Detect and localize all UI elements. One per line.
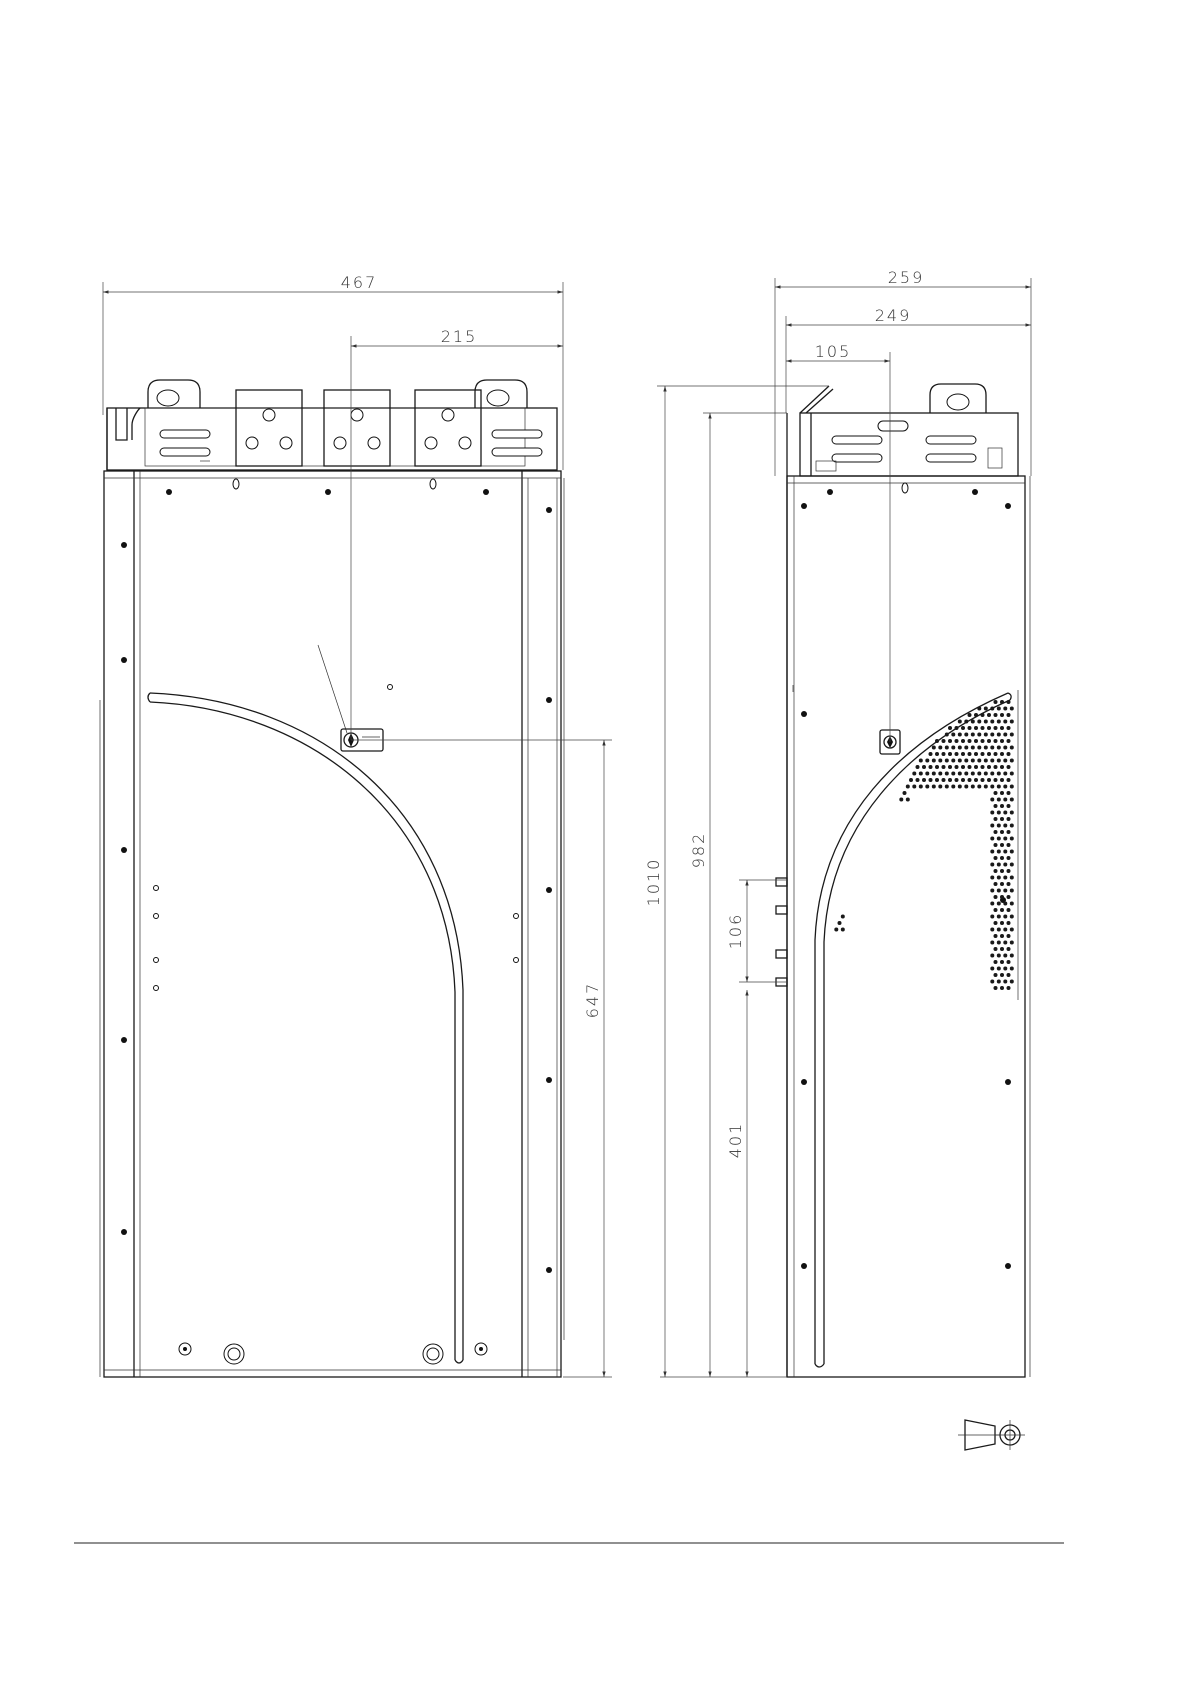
dim-side-height-body: 982	[689, 832, 708, 869]
dim-side-port-height: 401	[726, 1122, 745, 1159]
dim-front-offset: 215	[441, 327, 478, 346]
dim-side-port-span: 106	[726, 913, 745, 950]
side-view	[776, 384, 1030, 1377]
front-view	[100, 380, 564, 1377]
side-dimensions: 259 249 105 1010 982 106 401	[644, 268, 1031, 1377]
dim-side-depth-body: 249	[875, 306, 912, 325]
dim-side-height-total: 1010	[644, 858, 663, 907]
projection-symbol-icon	[958, 1420, 1025, 1450]
dim-side-center-offset: 105	[815, 342, 852, 361]
dim-front-width: 467	[341, 273, 378, 292]
front-dimensions: 467 215 647	[103, 273, 612, 1377]
dim-side-depth-total: 259	[888, 268, 925, 287]
perforation-pattern	[834, 700, 1014, 990]
dim-front-center-height: 647	[583, 982, 602, 1019]
